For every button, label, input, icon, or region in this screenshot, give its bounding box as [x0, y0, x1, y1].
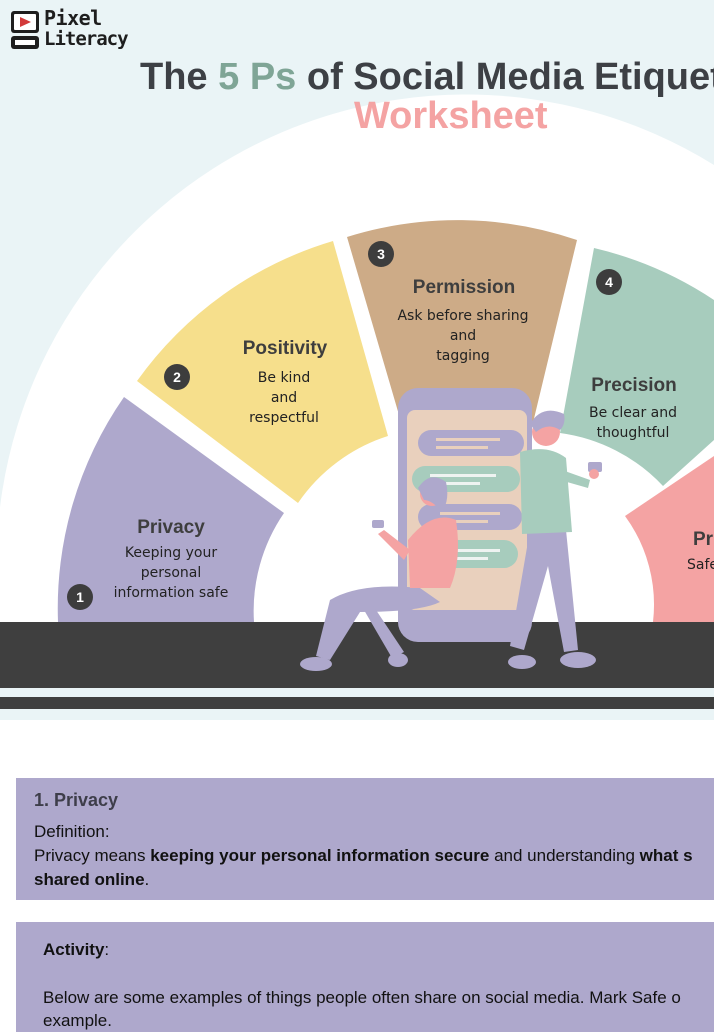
segment-privacy — [57, 397, 285, 622]
segment-permission — [347, 220, 577, 432]
segment-positivity — [137, 241, 388, 503]
ground-bar — [0, 622, 714, 688]
page-subtitle: Worksheet — [354, 95, 548, 137]
pixel-literacy-logo[interactable]: Pixel Literacy — [10, 6, 130, 54]
brand-word-literacy: Literacy — [44, 28, 129, 50]
segment-precision — [560, 248, 714, 486]
privacy-definition-panel: 1. Privacy Definition: Privacy means kee… — [16, 778, 714, 900]
ground-stripe — [0, 697, 714, 709]
segment-desc-fifth: Safe — [687, 557, 714, 573]
standing-person-legs — [510, 530, 578, 652]
segment-heading-permission: Permission — [412, 277, 516, 298]
segment-heading-positivity: Positivity — [242, 338, 328, 359]
page-title: The 5 Ps of Social Media Etiquette — [140, 56, 714, 98]
privacy-panel-heading: 1. Privacy — [34, 790, 119, 810]
number-badge-1: 1 — [67, 584, 93, 610]
title-highlight: 5 Ps — [218, 56, 297, 98]
number-badge-4: 4 — [596, 269, 622, 295]
definition-label: Definition: — [34, 822, 110, 841]
definition-text-line2: shared online. — [34, 870, 150, 889]
segment-fifth — [625, 456, 714, 622]
sitting-person-body — [408, 517, 458, 588]
definition-text-line1: Privacy means keeping your personal info… — [34, 846, 693, 865]
segment-heading-fifth: Pr — [693, 529, 714, 550]
activity-text-line2: example. — [43, 1011, 112, 1030]
number-badge-2: 2 — [164, 364, 190, 390]
segment-heading-privacy: Privacy — [137, 517, 205, 538]
brand-word-pixel: Pixel — [44, 6, 102, 30]
segment-heading-precision: Precision — [591, 375, 677, 396]
number-badge-3: 3 — [368, 241, 394, 267]
hero-illustration — [0, 94, 714, 709]
standing-person-body — [520, 449, 572, 534]
activity-label: Activity: — [43, 940, 110, 959]
activity-text-line1: Below are some examples of things people… — [43, 988, 681, 1007]
play-icon — [11, 11, 39, 49]
sitting-person-legs — [316, 586, 440, 660]
hero-section: Pixel Literacy The 5 Ps of Social Media … — [0, 0, 714, 720]
activity-panel: Activity: Below are some examples of thi… — [16, 922, 714, 1032]
